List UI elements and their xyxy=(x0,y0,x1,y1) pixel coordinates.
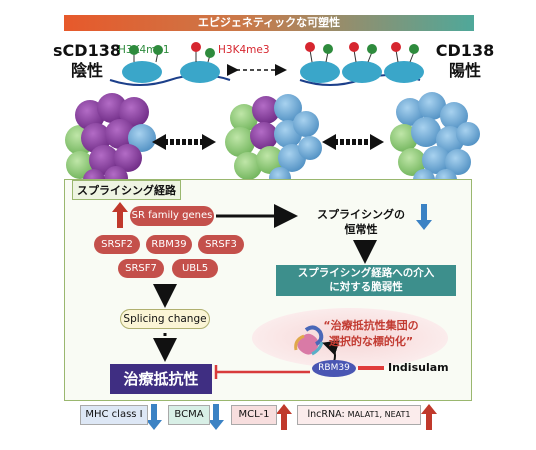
rbm39-protein-icon xyxy=(294,325,324,356)
lncrna-names: MALAT1, NEAT1 xyxy=(347,410,411,419)
homeostasis-line2: 恒常性 xyxy=(344,223,378,236)
splicing-pathway-title: スプライシング経路 xyxy=(72,180,181,200)
selective-targeting-line1: “治療抵抗性集団の xyxy=(323,319,419,332)
factor-srsf7: SRSF7 xyxy=(118,259,164,278)
factor-ubl5: UBL5 xyxy=(172,259,218,278)
splicing-homeostasis-label: スプライシングの 恒常性 xyxy=(296,207,426,237)
right-nucleosomes xyxy=(299,42,424,86)
rbm39-binding-arrow xyxy=(322,340,340,363)
cd138-positive-line1: CD138 xyxy=(435,41,495,60)
sr-upregulation-arrow-icon xyxy=(112,202,128,228)
left-cell-cluster xyxy=(65,93,156,191)
left-nucleosomes xyxy=(109,42,231,86)
h3k4me3-label: H3K4me3 xyxy=(218,44,270,56)
treatment-resistance-box: 治療抵抗性 xyxy=(110,364,212,394)
epigenetic-plasticity-banner: エピジェネティックな可塑性 xyxy=(64,15,474,31)
homeostasis-line1: スプライシングの xyxy=(317,208,405,221)
scd138-negative-label: sCD138 陰性 xyxy=(50,41,124,81)
marker-arrows xyxy=(146,404,437,430)
h3k4me3-dot-icon xyxy=(191,42,201,52)
marker-mcl1: MCL-1 xyxy=(231,405,277,425)
homeostasis-down-arrow-icon xyxy=(416,204,432,230)
selective-targeting-label: “治療抵抗性集団の 選択的な標的化” xyxy=(296,318,446,350)
splicing-change-box: Splicing change xyxy=(120,309,210,329)
cd138-positive-label: CD138 陽性 xyxy=(430,41,500,81)
vulnerability-line2: に対する脆弱性 xyxy=(329,281,403,293)
intervention-vulnerability-box: スプライシング経路への介入 に対する脆弱性 xyxy=(276,265,456,296)
factor-srsf2: SRSF2 xyxy=(94,235,140,254)
lncrna-label: lncRNA: xyxy=(307,409,348,420)
sr-family-genes-pill: SR family genes xyxy=(130,206,214,226)
targeting-glow xyxy=(252,308,448,368)
marker-mhc-class-i: MHC class I xyxy=(80,405,148,425)
factor-srsf3: SRSF3 xyxy=(198,235,244,254)
marker-lncrna: lncRNA: MALAT1, NEAT1 xyxy=(297,405,421,425)
indisulam-label: Indisulam xyxy=(388,361,449,374)
marker-bcma: BCMA xyxy=(168,405,210,425)
selective-targeting-line2: 選択的な標的化” xyxy=(328,335,414,348)
cd138-positive-line2: 陽性 xyxy=(448,61,481,80)
vulnerability-line1: スプライシング経路への介入 xyxy=(297,267,435,279)
scd138-negative-line2: 陰性 xyxy=(70,61,103,80)
scd138-negative-line1: sCD138 xyxy=(53,41,121,60)
factor-rbm39: RBM39 xyxy=(146,235,192,254)
h3k4me1-dot-icon xyxy=(129,45,139,55)
cluster-transition-arrows xyxy=(152,134,384,150)
middle-cell-cluster xyxy=(225,94,322,189)
rbm39-target-oval: RBM39 xyxy=(312,360,356,377)
